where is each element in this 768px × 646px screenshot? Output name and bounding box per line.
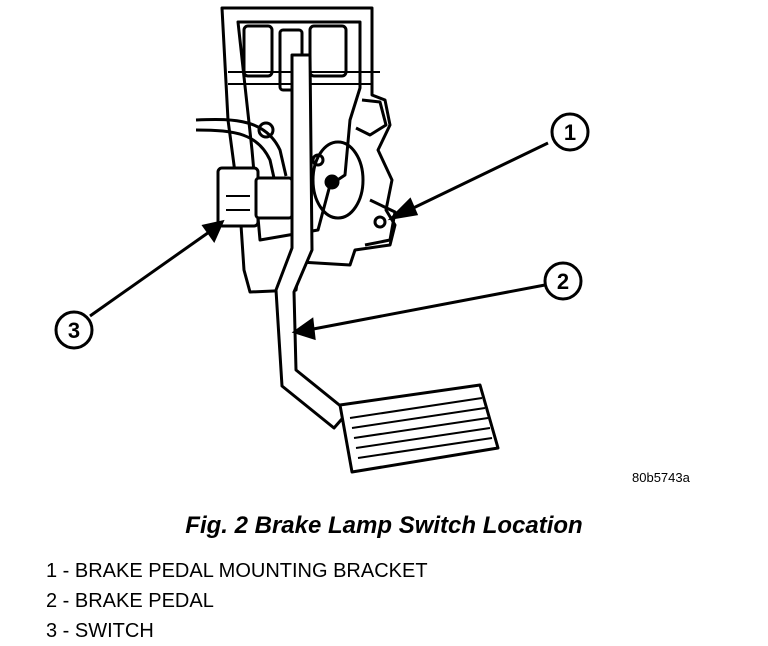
legend-item: 2 - BRAKE PEDAL (46, 590, 214, 612)
figure-id: 80b5743a (632, 470, 690, 485)
brake-pedal-illustration: 1 2 3 (54, 6, 590, 474)
legend-item: 1 - BRAKE PEDAL MOUNTING BRACKET (46, 560, 428, 582)
brake-pedal-arm (274, 53, 500, 474)
callout-1-label: 1 (564, 120, 576, 145)
callout-2: 2 (543, 261, 583, 301)
callout-1: 1 (550, 112, 590, 152)
callout-arrows (89, 141, 549, 341)
legend: 1 - BRAKE PEDAL MOUNTING BRACKET 2 - BRA… (46, 556, 428, 646)
callout-2-label: 2 (557, 269, 569, 294)
switch (195, 117, 294, 228)
callout-3: 3 (54, 310, 94, 350)
callout-3-label: 3 (68, 318, 80, 343)
figure-caption: Fig. 2 Brake Lamp Switch Location (185, 512, 583, 539)
legend-item: 3 - SWITCH (46, 620, 154, 642)
